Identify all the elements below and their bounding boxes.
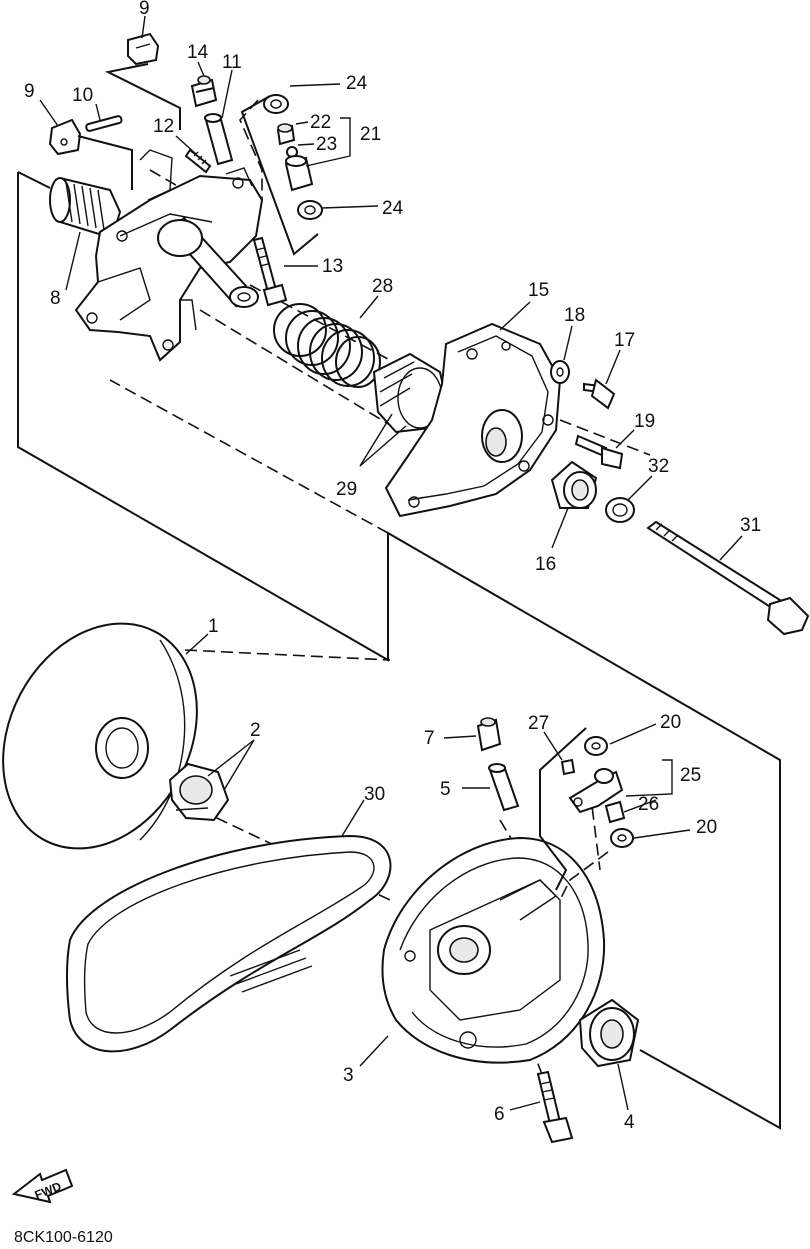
callout-32: 32 xyxy=(648,456,669,477)
callout-23: 23 xyxy=(316,134,337,155)
part-11-sleeve xyxy=(204,113,234,166)
callout-5: 5 xyxy=(440,779,451,800)
callout-26: 26 xyxy=(638,794,659,815)
callout-4: 4 xyxy=(624,1112,635,1133)
callout-9-left: 9 xyxy=(24,81,35,102)
part-24-washer-upper xyxy=(263,94,289,114)
part-12-bolt xyxy=(184,148,212,174)
part-32-clip xyxy=(605,497,635,523)
callout-3: 3 xyxy=(343,1065,354,1086)
part-20-washer-lower xyxy=(610,828,634,848)
callout-20-top: 20 xyxy=(660,712,681,733)
callout-21: 21 xyxy=(360,124,381,145)
callout-13: 13 xyxy=(322,256,343,277)
part-17-screw xyxy=(583,378,616,410)
part-2-bushings xyxy=(168,762,230,822)
part-8-spider-sheave xyxy=(49,149,264,362)
part-9-retainer-top xyxy=(104,32,181,130)
part-6-bolt xyxy=(536,1070,574,1144)
callout-30: 30 xyxy=(364,784,385,805)
part-1-sheave xyxy=(2,622,198,850)
part-25-roller-arm-set xyxy=(568,768,626,824)
part-24-washer-lower xyxy=(297,200,323,220)
callout-7: 7 xyxy=(424,728,435,749)
callout-22: 22 xyxy=(310,112,331,133)
callout-24-bottom: 24 xyxy=(382,198,404,219)
leader-lines xyxy=(39,15,743,1111)
part-31-bolt xyxy=(646,520,810,636)
part-21-roller-set xyxy=(276,123,314,192)
callout-29: 29 xyxy=(336,479,357,500)
part-28-spring xyxy=(273,303,381,388)
callout-16: 16 xyxy=(535,554,556,575)
part-10-pin xyxy=(85,115,123,132)
callout-10: 10 xyxy=(72,85,93,106)
part-14-cap xyxy=(190,75,218,108)
part-19-screw xyxy=(574,434,624,470)
callout-labels: 9 9 14 11 24 10 12 22 21 23 24 13 8 28 1… xyxy=(24,0,761,1133)
callout-19: 19 xyxy=(634,411,655,432)
callout-2: 2 xyxy=(250,720,261,741)
callout-24-top: 24 xyxy=(346,73,368,94)
part-18-washer xyxy=(550,360,570,384)
bottom-guide-lines xyxy=(539,727,609,901)
part-7-cap xyxy=(476,717,502,752)
drawing-code: 8CK100-6120 xyxy=(14,1229,113,1246)
callout-1: 1 xyxy=(208,616,219,637)
callout-17: 17 xyxy=(614,330,635,351)
part-27-screw xyxy=(560,758,576,776)
callout-25: 25 xyxy=(680,765,701,786)
callout-11: 11 xyxy=(222,52,242,73)
part-30-belt xyxy=(66,834,392,1053)
part-5-pin xyxy=(488,763,520,812)
callout-20-bottom: 20 xyxy=(696,817,717,838)
callout-9-top: 9 xyxy=(139,0,150,19)
part-16-bushing xyxy=(550,460,598,509)
part-15-cover xyxy=(384,322,562,518)
part-13-bolt xyxy=(252,236,288,307)
part-9-retainer-left xyxy=(48,118,133,190)
callout-14: 14 xyxy=(187,42,209,63)
part-4-bushing xyxy=(578,998,640,1068)
part-20-washer-upper xyxy=(584,736,608,756)
callout-15: 15 xyxy=(528,280,549,301)
callout-28: 28 xyxy=(372,276,393,297)
callout-12: 12 xyxy=(153,116,174,137)
callout-31: 31 xyxy=(740,515,761,536)
callout-6: 6 xyxy=(494,1104,505,1125)
forward-arrow-icon: FWD xyxy=(11,1168,74,1204)
callout-18: 18 xyxy=(564,305,585,326)
part-3-sheave-housing xyxy=(381,836,606,1064)
callout-8: 8 xyxy=(50,288,61,309)
callout-27: 27 xyxy=(528,713,549,734)
